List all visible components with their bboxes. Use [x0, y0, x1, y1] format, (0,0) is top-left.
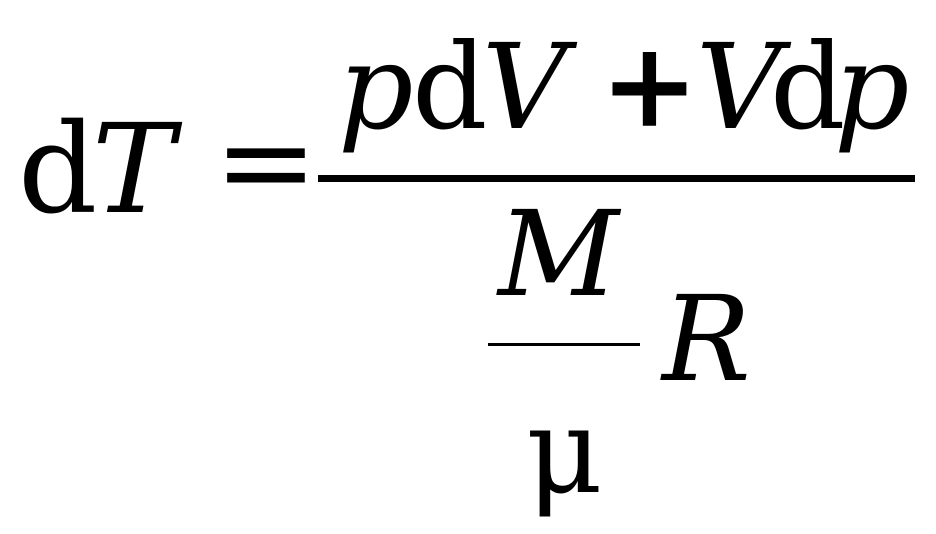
- numerator-var-p-2: p: [834, 18, 910, 156]
- numerator-differential-d-1: d: [412, 18, 488, 156]
- numerator-var-v-2: V: [696, 18, 782, 156]
- equals-sign: =: [214, 90, 318, 234]
- numerator-var-v-1: V: [482, 18, 568, 156]
- denominator-var-r: R: [662, 270, 751, 408]
- main-fraction-bar: [318, 175, 915, 182]
- numerator-var-p: p: [338, 18, 414, 156]
- inner-fraction-bar: [488, 343, 640, 346]
- numerator-differential-d-2: d: [770, 18, 846, 156]
- denominator-var-m: M: [498, 185, 619, 323]
- denominator-symbol-mu: μ: [526, 382, 603, 520]
- lhs-variable-t: T: [92, 98, 175, 242]
- numerator-plus-sign: +: [600, 15, 699, 154]
- lhs-differential-d: d: [18, 98, 98, 242]
